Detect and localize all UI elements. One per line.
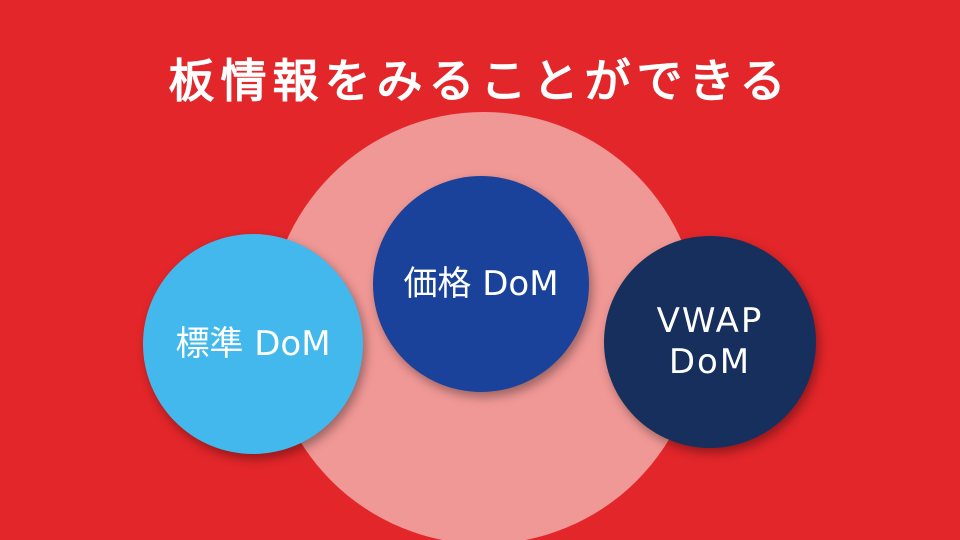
standard-dom-circle: 標準 DoM <box>143 234 363 454</box>
vwap-dom-label-line1: VWAP <box>656 301 764 342</box>
vwap-dom-label-line2: DoM <box>668 342 752 382</box>
price-dom-label: 価格 DoM <box>403 263 559 304</box>
vwap-dom-label-group: VWAP DoM <box>657 301 764 383</box>
slide-title: 板情報をみることができる <box>168 54 792 108</box>
vwap-dom-circle: VWAP DoM <box>604 236 816 448</box>
price-dom-circle: 価格 DoM <box>373 176 589 392</box>
standard-dom-label: 標準 DoM <box>175 323 331 364</box>
